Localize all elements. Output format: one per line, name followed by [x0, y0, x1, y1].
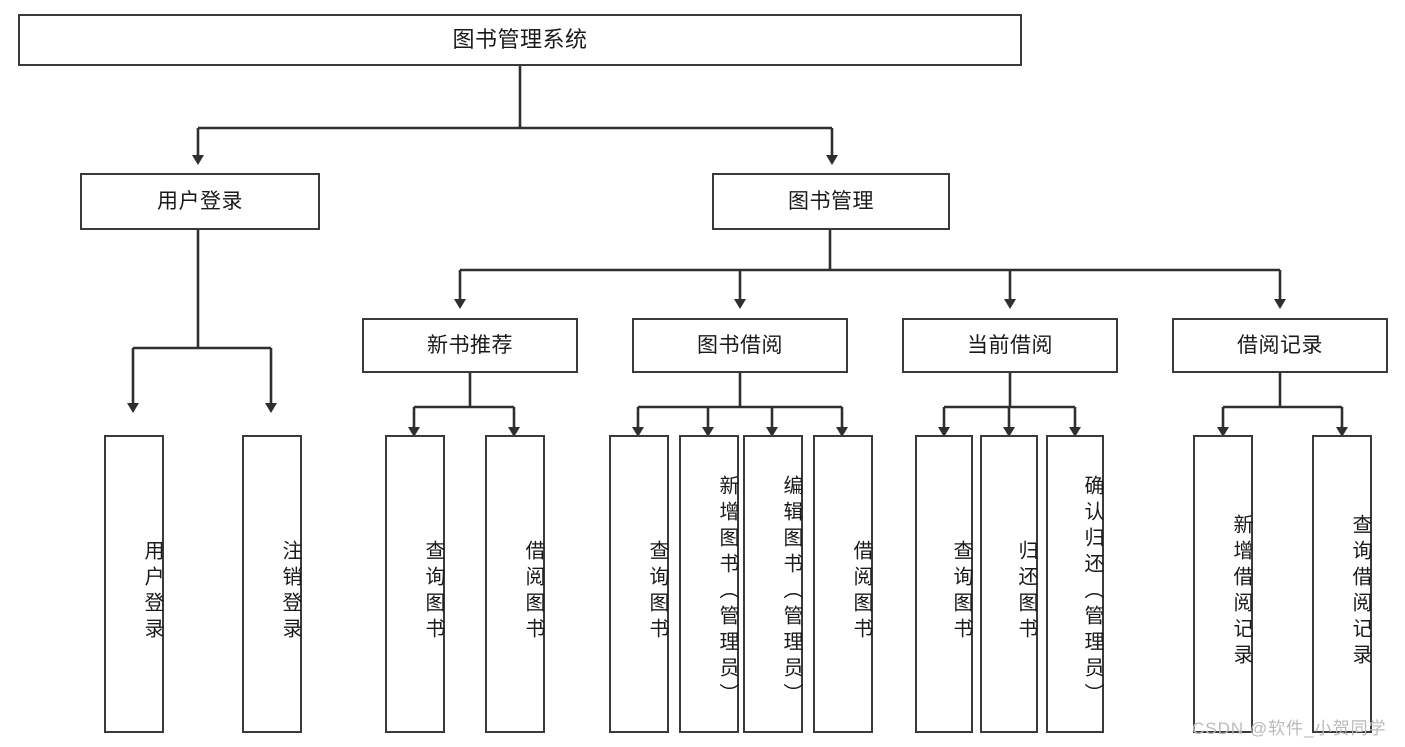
leaf-borrow-record-add-record[interactable]: 新增借阅记录: [1193, 435, 1253, 733]
node-user-login[interactable]: 用户登录: [80, 173, 320, 230]
csdn-watermark: CSDN @软件_小贺同学: [1192, 719, 1387, 738]
leaf-book-borrow-borrow-book[interactable]: 借阅图书: [813, 435, 873, 733]
leaf-user-login-logout[interactable]: 注销登录: [242, 435, 302, 733]
node-current-borrow-label: 当前借阅: [967, 333, 1053, 357]
leaf-label: 查询图书: [950, 540, 972, 644]
leaf-label: 注销登录: [279, 540, 301, 644]
node-book-management[interactable]: 图书管理: [712, 173, 950, 230]
leaf-label: 归还图书: [1015, 540, 1037, 644]
node-book-management-label: 图书管理: [788, 189, 874, 213]
node-book-borrow-label: 图书借阅: [697, 333, 783, 357]
leaf-new-book-query-book[interactable]: 查询图书: [385, 435, 445, 733]
node-current-borrow[interactable]: 当前借阅: [902, 318, 1118, 373]
leaf-current-borrow-query-book[interactable]: 查询图书: [915, 435, 973, 733]
node-book-borrow[interactable]: 图书借阅: [632, 318, 848, 373]
node-user-login-label: 用户登录: [157, 189, 243, 213]
leaf-user-login-login[interactable]: 用户登录: [104, 435, 164, 733]
leaf-current-borrow-confirm-return[interactable]: 确认归还（管理员）: [1046, 435, 1104, 733]
node-root[interactable]: 图书管理系统: [18, 14, 1022, 66]
leaf-label: 新增借阅记录: [1230, 514, 1252, 670]
leaf-label: 查询图书: [646, 540, 668, 644]
node-borrow-record-label: 借阅记录: [1237, 333, 1323, 357]
leaf-label: 新增图书（管理员）: [716, 475, 738, 709]
node-borrow-record[interactable]: 借阅记录: [1172, 318, 1388, 373]
leaf-book-borrow-query-book[interactable]: 查询图书: [609, 435, 669, 733]
leaf-label: 用户登录: [141, 540, 163, 644]
leaf-label: 查询借阅记录: [1349, 514, 1371, 670]
leaf-book-borrow-edit-book[interactable]: 编辑图书（管理员）: [743, 435, 803, 733]
node-root-label: 图书管理系统: [452, 26, 588, 52]
leaf-book-borrow-add-book[interactable]: 新增图书（管理员）: [679, 435, 739, 733]
node-new-book-recommend-label: 新书推荐: [427, 333, 513, 357]
leaf-label: 查询图书: [422, 540, 444, 644]
leaf-borrow-record-query-record[interactable]: 查询借阅记录: [1312, 435, 1372, 733]
leaf-label: 借阅图书: [850, 540, 872, 644]
leaf-new-book-borrow-book[interactable]: 借阅图书: [485, 435, 545, 733]
leaf-label: 确认归还（管理员）: [1081, 475, 1103, 709]
leaf-label: 编辑图书（管理员）: [780, 475, 802, 709]
leaf-current-borrow-return-book[interactable]: 归还图书: [980, 435, 1038, 733]
node-new-book-recommend[interactable]: 新书推荐: [362, 318, 578, 373]
leaf-label: 借阅图书: [522, 540, 544, 644]
